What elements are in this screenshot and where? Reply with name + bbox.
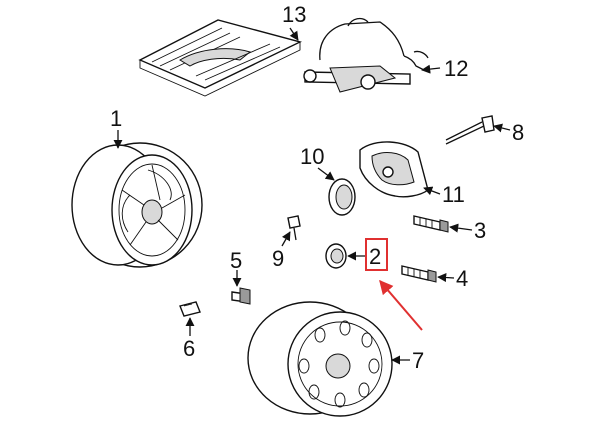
spare-wheel-drawing xyxy=(247,301,393,417)
part-label-5: 5 xyxy=(230,248,242,273)
leader-9 xyxy=(281,231,291,247)
balance-weight-drawing xyxy=(179,301,201,317)
leader-3 xyxy=(449,223,473,233)
leader-lines xyxy=(113,27,511,365)
part-label-12: 12 xyxy=(444,56,468,81)
valve-stem-drawing xyxy=(445,115,495,145)
leader-8 xyxy=(493,123,511,133)
part-label-4: 4 xyxy=(456,266,468,291)
leader-13 xyxy=(289,27,299,41)
center-cap-2-drawing xyxy=(325,243,347,269)
part-label-1: 1 xyxy=(110,106,122,131)
part-label-13: 13 xyxy=(282,2,306,27)
tire-cover-drawing xyxy=(359,141,429,198)
highlight-arrow xyxy=(379,279,423,331)
lug-bolt-3-drawing xyxy=(413,215,449,233)
leader-4 xyxy=(437,272,455,283)
highlight-box xyxy=(365,238,388,271)
part-label-10: 10 xyxy=(300,144,324,169)
center-cap-10-drawing xyxy=(328,178,356,216)
part-label-2: 2 xyxy=(369,244,381,269)
lug-bolt-4-drawing xyxy=(401,265,437,283)
jack-drawing xyxy=(303,17,429,93)
tool-bag-drawing xyxy=(138,19,302,97)
leader-10 xyxy=(317,167,335,181)
leader-11 xyxy=(423,186,441,196)
lug-nut-drawing xyxy=(231,287,251,305)
leader-12 xyxy=(421,64,441,74)
clip-drawing xyxy=(287,215,301,241)
part-label-3: 3 xyxy=(474,218,486,243)
alloy-wheel-drawing xyxy=(71,142,203,268)
part-label-11: 11 xyxy=(442,182,465,207)
part-label-7: 7 xyxy=(412,348,424,373)
part-label-6: 6 xyxy=(183,336,195,361)
part-label-9: 9 xyxy=(272,246,284,271)
part-label-8: 8 xyxy=(512,120,524,145)
